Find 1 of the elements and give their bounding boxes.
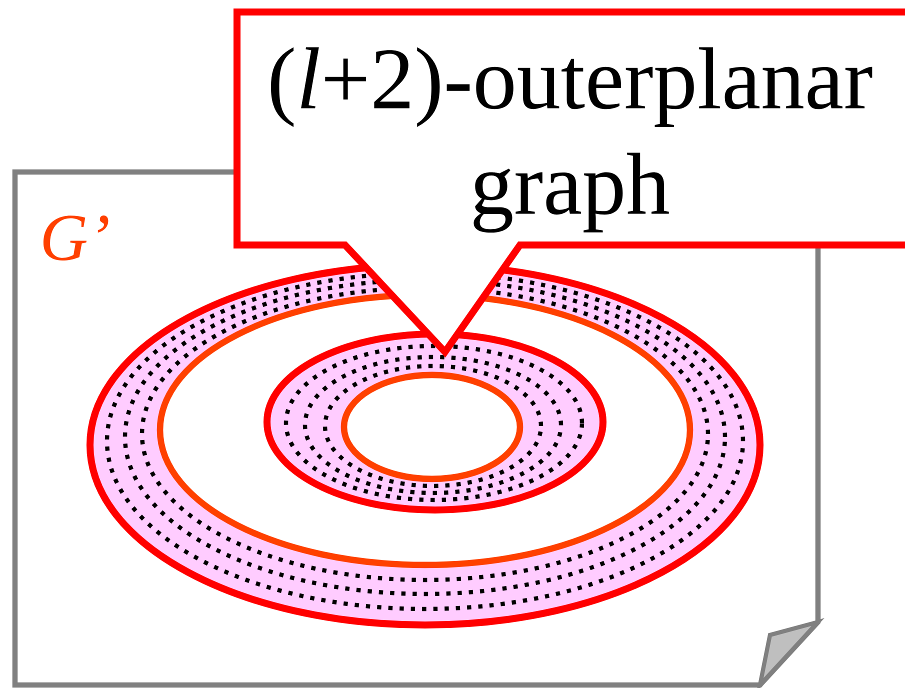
callout-box: (l+2)-outerplanar graph — [234, 8, 905, 358]
